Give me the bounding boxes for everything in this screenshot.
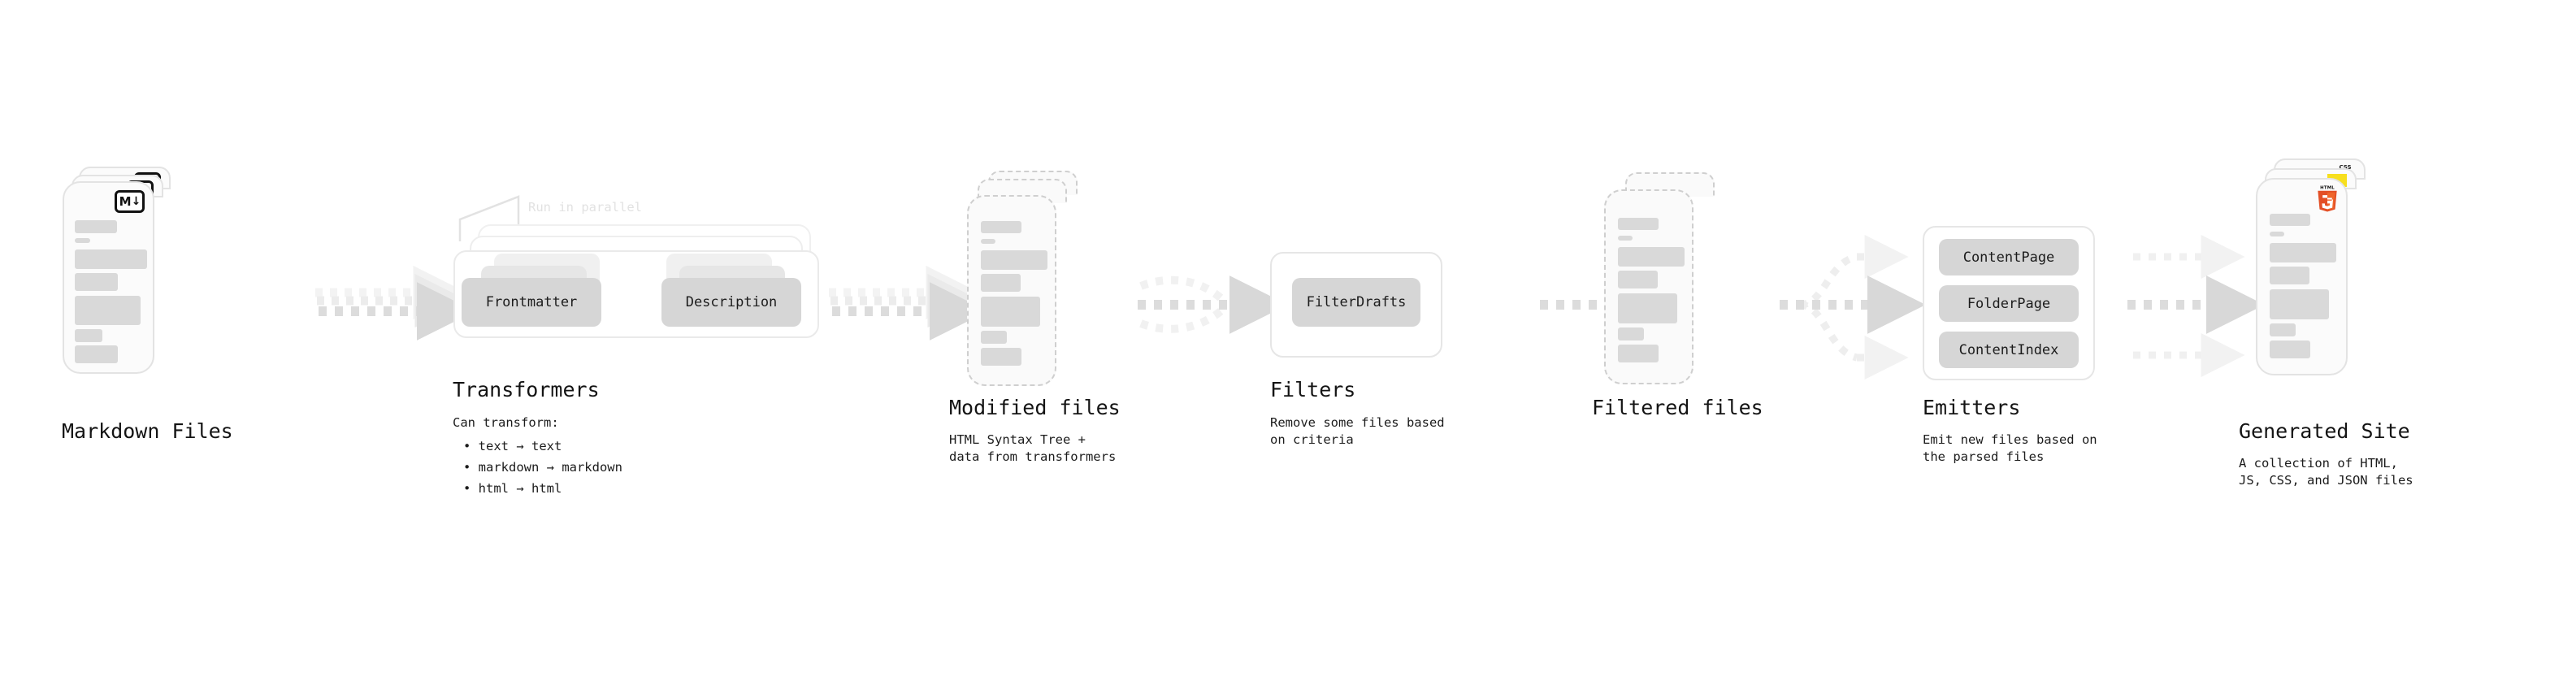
stage-title-markdown-files: Markdown Files	[62, 419, 233, 443]
skeleton-bar	[1618, 327, 1644, 340]
skeleton-bar	[2270, 267, 2309, 284]
filterdrafts-chip-label: FilterDrafts	[1306, 294, 1407, 310]
skeleton-bar	[981, 297, 1040, 327]
skeleton-bar	[981, 239, 995, 244]
stage-title-emitters: Emitters	[1923, 396, 2021, 419]
run-in-parallel-label: Run in parallel	[528, 200, 642, 215]
skeleton-bar	[981, 250, 1047, 270]
arrow-emitters-to-site	[2127, 235, 2265, 377]
transformers-bullet-2: • html → html	[463, 481, 562, 496]
filtered-card-back-1	[1625, 172, 1715, 197]
skeleton-bar	[2270, 340, 2310, 358]
filterdrafts-chip: FilterDrafts	[1292, 278, 1420, 327]
description-chip-label: Description	[685, 294, 778, 310]
stage-title-filtered-files: Filtered files	[1592, 396, 1763, 419]
markdown-icon-letter: M	[119, 193, 132, 209]
svg-text:HTML: HTML	[2320, 185, 2335, 190]
stage-title-transformers: Transformers	[453, 378, 600, 401]
stage-title-filters: Filters	[1270, 378, 1356, 401]
css-icon-label: CSS	[2339, 164, 2352, 171]
site-card-front: HTML	[2256, 178, 2348, 375]
markdown-card-front: M↓	[63, 181, 154, 374]
skeleton-bar	[75, 273, 118, 291]
frontmatter-chip-label: Frontmatter	[485, 294, 578, 310]
skeleton-bar	[75, 238, 90, 243]
skeleton-bar	[75, 345, 118, 363]
arrow-filtered-to-emitters	[1780, 235, 1926, 380]
filtered-card-front	[1604, 189, 1693, 384]
skeleton-bar	[1618, 247, 1685, 267]
description-chip: Description	[661, 278, 801, 327]
skeleton-bar	[75, 296, 141, 325]
skeleton-bar	[1618, 236, 1633, 241]
skeleton-bar	[981, 348, 1021, 366]
html5-icon: HTML	[2318, 185, 2337, 212]
contentindex-chip-label: ContentIndex	[1958, 341, 2059, 358]
arrow-transformers-to-modified	[829, 266, 988, 340]
skeleton-bar	[1618, 345, 1659, 362]
markdown-icon-arrow: ↓	[131, 195, 141, 208]
modified-files-desc: HTML Syntax Tree + data from transformer…	[949, 432, 1117, 464]
transformers-desc-heading: Can transform:	[453, 415, 559, 430]
skeleton-bar	[2270, 289, 2329, 319]
transformers-bullet-1: • markdown → markdown	[463, 460, 622, 475]
skeleton-bar	[1618, 218, 1659, 230]
stage-title-generated-site: Generated Site	[2239, 419, 2410, 443]
generated-site-desc: A collection of HTML, JS, CSS, and JSON …	[2239, 456, 2413, 488]
run-in-parallel-bracket	[458, 195, 520, 241]
folderpage-chip-label: FolderPage	[1967, 295, 2051, 312]
filters-desc: Remove some files based on criteria	[1270, 415, 1445, 447]
skeleton-bar	[2270, 323, 2296, 336]
skeleton-bar	[75, 220, 117, 233]
stage-title-modified-files: Modified files	[949, 396, 1121, 419]
skeleton-bar	[75, 249, 147, 269]
emitters-desc: Emit new files based on the parsed files	[1923, 432, 2097, 464]
arrow-markdown-to-transformers	[315, 266, 475, 340]
skeleton-bar	[981, 274, 1021, 292]
skeleton-bar	[2270, 214, 2310, 226]
skeleton-bar	[2270, 232, 2284, 236]
skeleton-bar	[1618, 293, 1677, 323]
folderpage-chip: FolderPage	[1939, 285, 2079, 322]
transformers-bullet-0: • text → text	[463, 439, 562, 453]
skeleton-bar	[981, 331, 1007, 344]
skeleton-bar	[75, 329, 102, 342]
modified-card-front	[967, 195, 1056, 386]
contentpage-chip: ContentPage	[1939, 239, 2079, 275]
frontmatter-chip: Frontmatter	[462, 278, 601, 327]
arrow-modified-to-filters	[1138, 275, 1288, 334]
contentpage-chip-label: ContentPage	[1962, 249, 2055, 266]
skeleton-bar	[981, 221, 1021, 233]
contentindex-chip: ContentIndex	[1939, 332, 2079, 368]
markdown-icon: M↓	[115, 190, 145, 213]
skeleton-bar	[2270, 243, 2336, 262]
skeleton-bar	[1618, 271, 1658, 288]
